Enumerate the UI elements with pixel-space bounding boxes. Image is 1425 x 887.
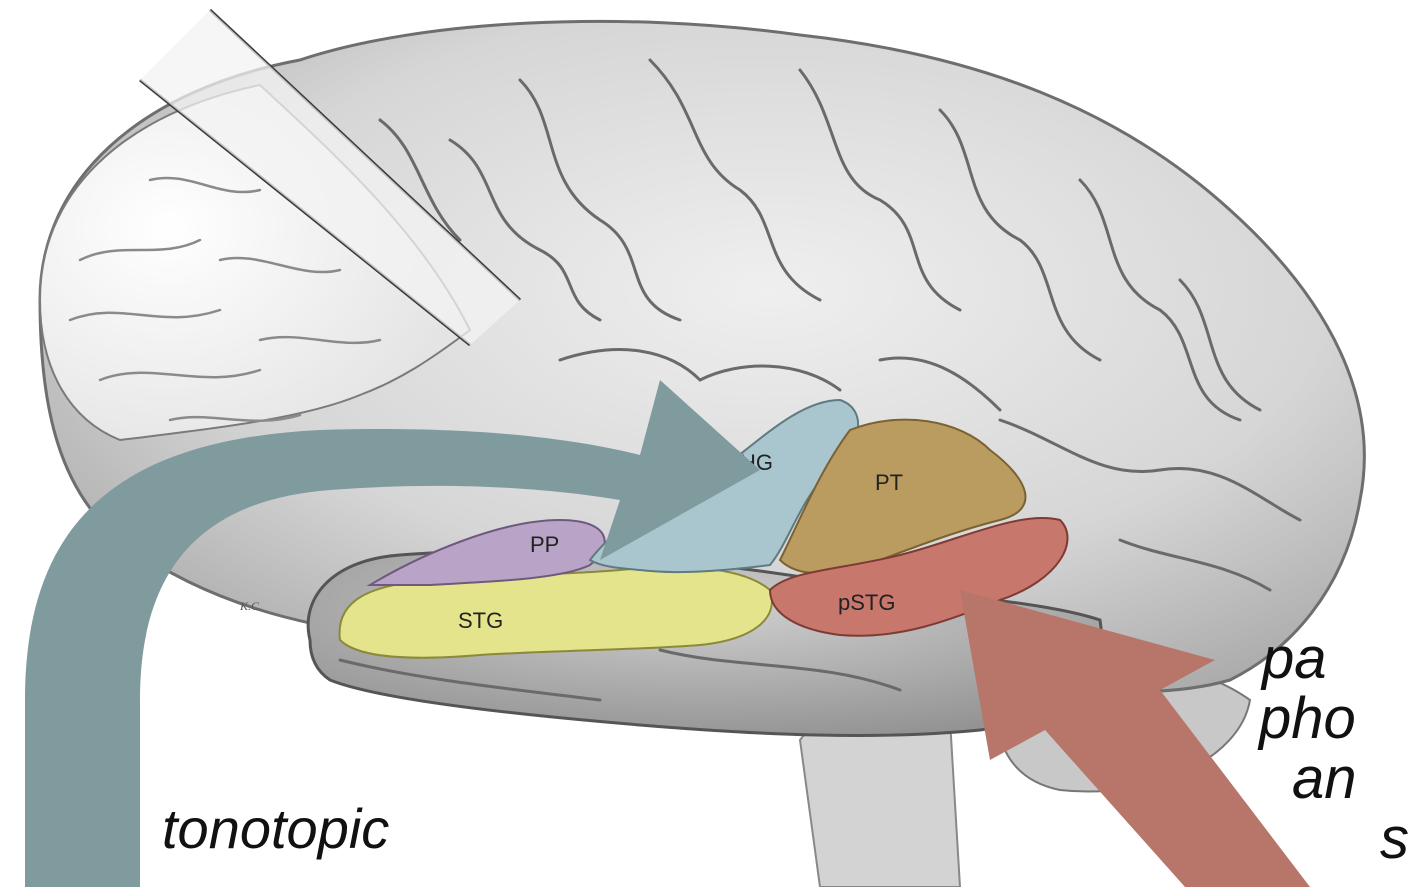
caption-right-line-4: s — [1380, 810, 1409, 870]
caption-right-line-2: pho — [1259, 690, 1356, 750]
artist-signature: K.C. — [239, 599, 262, 613]
label-stg: STG — [458, 608, 503, 633]
label-pt: PT — [875, 470, 903, 495]
caption-right-line-1: pa — [1262, 630, 1327, 690]
caption-right-line-3: an — [1292, 750, 1357, 810]
caption-right: pa pho an s — [1262, 630, 1425, 870]
label-pstg: pSTG — [838, 590, 895, 615]
label-pp: PP — [530, 532, 559, 557]
caption-tonotopic: tonotopic — [162, 800, 389, 858]
